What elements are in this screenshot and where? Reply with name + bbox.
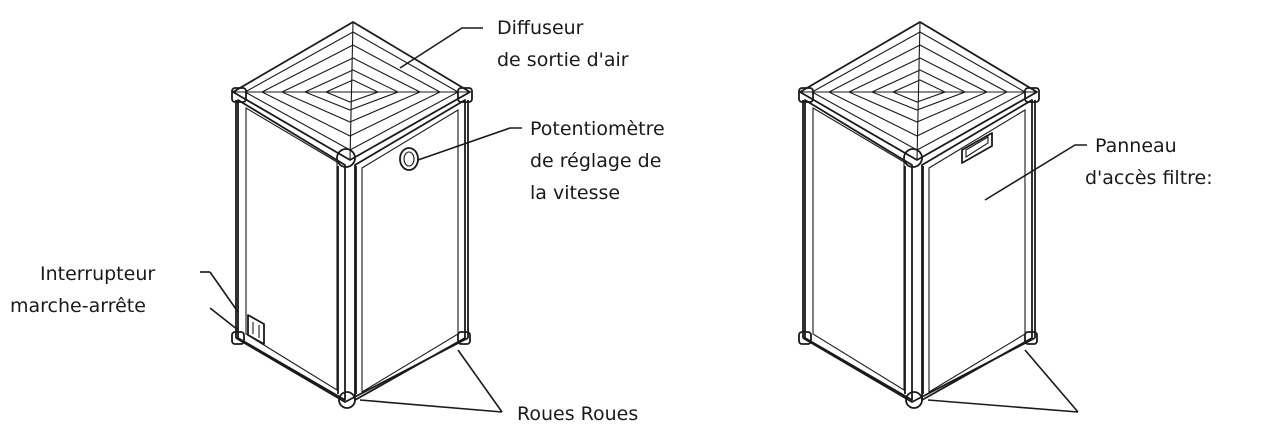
panel-label-line1: Panneau [1095, 135, 1177, 157]
left-diffuser [232, 21, 471, 161]
diffuser-label-line1: Diffuseur [497, 17, 584, 39]
potentiometer-label-line1: Potentiomètre [530, 118, 665, 140]
wheels-label: Roues Roues [517, 403, 638, 425]
filter-panel-handle [961, 132, 993, 164]
potentiometer-label-line2: de réglage de [530, 150, 661, 172]
panel-label-line2: d'accès filtre: [1085, 167, 1213, 189]
right-unit [798, 21, 1040, 409]
left-unit [231, 21, 473, 409]
switch-label-line2: marche-arrête [10, 295, 146, 317]
right-diffuser [799, 21, 1038, 161]
potentiometer-knob [399, 147, 419, 171]
power-switch [247, 314, 265, 345]
potentiometer-label-line3: la vitesse [530, 182, 620, 204]
leader-lines [200, 27, 1087, 413]
switch-label-line1: Interrupteur [40, 263, 155, 285]
diffuser-label-line2: de sortie d'air [497, 49, 629, 71]
